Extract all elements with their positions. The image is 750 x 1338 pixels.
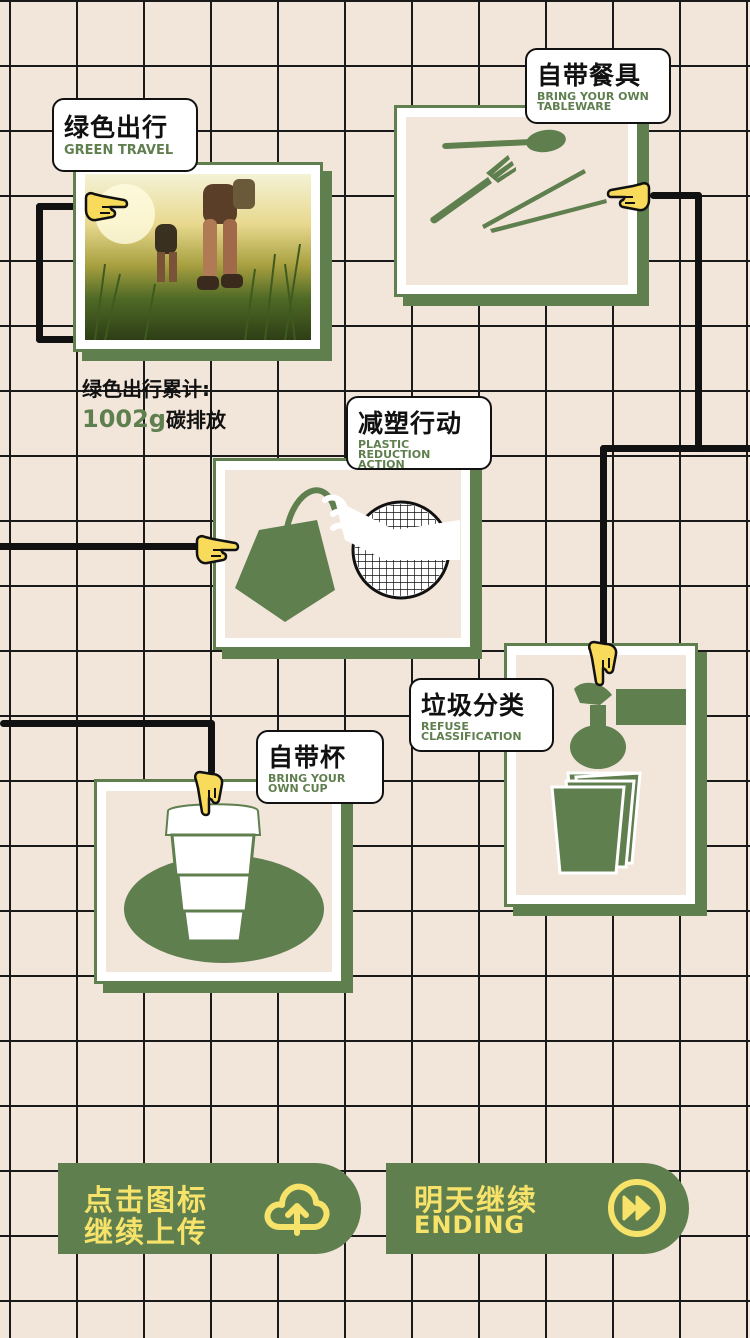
card-subtitle: BRING YOUR: [268, 772, 346, 785]
stats-unit: 碳排放: [165, 408, 226, 432]
pointing-hand-icon: [606, 181, 651, 212]
refuse-classification-label: 垃圾分类 REFUSE CLASSIFICATION: [409, 678, 554, 752]
reusable-cup-icon: [124, 803, 324, 963]
card-inner: [106, 791, 332, 972]
upload-button[interactable]: 点击图标 继续上传: [58, 1163, 361, 1254]
card-title: 自带餐具: [537, 61, 642, 90]
green-travel-label: 绿色出行 GREEN TRAVEL: [52, 98, 198, 172]
fast-forward-icon[interactable]: [606, 1177, 668, 1239]
connector-line: [600, 445, 607, 650]
tote-bag-icon: [235, 487, 460, 622]
card-subtitle: TABLEWARE: [537, 100, 612, 113]
connector-line: [36, 336, 80, 343]
card-subtitle: GREEN TRAVEL: [64, 143, 174, 158]
plastic-reduction-card[interactable]: [213, 458, 473, 650]
stats-label: 绿色出行累计:: [82, 377, 210, 401]
card-title: 绿色出行: [64, 113, 169, 142]
card-subtitle: BRING YOUR OWN: [537, 90, 649, 103]
connector-line: [36, 203, 43, 343]
card-title: 减塑行动: [358, 409, 463, 438]
connector-line: [36, 203, 92, 210]
tableware-label: 自带餐具 BRING YOUR OWN TABLEWARE: [525, 48, 671, 124]
pointing-hand-icon: [84, 191, 129, 222]
connector-line: [600, 445, 700, 452]
connector-line: [208, 720, 215, 775]
card-subtitle: PLASTIC REDUCTION: [358, 438, 431, 461]
connector-line: [695, 192, 702, 452]
connector-line: [695, 445, 750, 452]
pointing-down-hand-icon: [587, 640, 618, 687]
card-subtitle: ACTION: [358, 458, 405, 471]
spoon-fork-chopsticks-icon: [430, 129, 607, 233]
ending-button-line2: ENDING: [414, 1211, 526, 1239]
ending-button-line1: 明天继续: [414, 1183, 539, 1217]
connector-line: [0, 543, 200, 550]
own-cup-card[interactable]: [94, 779, 344, 984]
plastic-reduction-label: 减塑行动 PLASTIC REDUCTION ACTION: [346, 396, 492, 470]
card-title: 垃圾分类: [421, 691, 526, 720]
stats-block: 绿色出行累计: 1002g碳排放: [82, 373, 226, 433]
card-subtitle: OWN CUP: [268, 782, 328, 795]
trash-bin-icon: [550, 682, 686, 875]
connector-line: [650, 192, 702, 199]
tableware-card[interactable]: [394, 105, 640, 297]
card-inner: [225, 470, 461, 638]
stats-value: 1002g: [82, 405, 166, 433]
own-cup-label: 自带杯 BRING YOUR OWN CUP: [256, 730, 384, 804]
card-inner: [406, 117, 628, 285]
card-subtitle: REFUSE: [421, 720, 469, 733]
pointing-down-hand-icon: [193, 770, 224, 817]
card-title: 自带杯: [268, 743, 347, 772]
cloud-upload-icon[interactable]: [264, 1181, 330, 1237]
ending-button[interactable]: 明天继续 ENDING: [386, 1163, 689, 1254]
card-subtitle: CLASSIFICATION: [421, 730, 522, 743]
connector-line: [0, 720, 215, 727]
upload-button-line1: 点击图标: [84, 1183, 209, 1217]
upload-button-line2: 继续上传: [84, 1215, 209, 1249]
pointing-hand-icon: [195, 534, 240, 565]
